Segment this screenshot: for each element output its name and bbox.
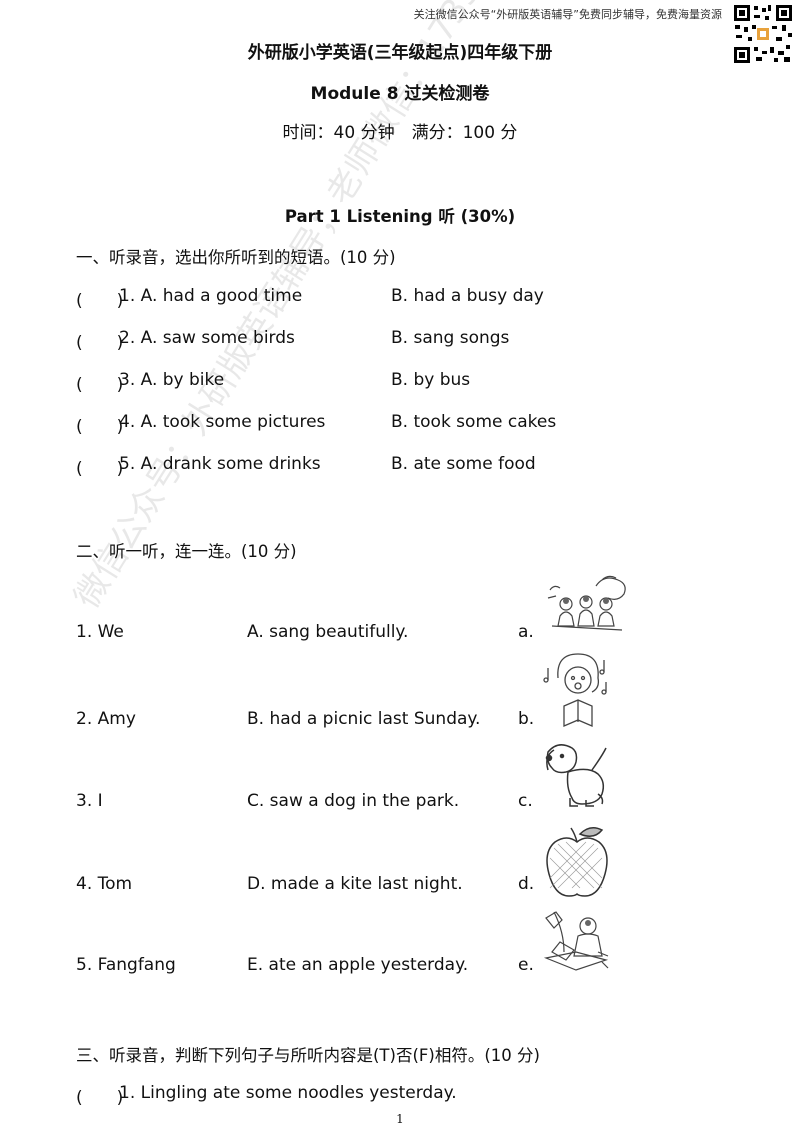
option-b: B. by bus (391, 370, 471, 390)
section2-heading: 二、听一听，连一连。(10 分) (76, 542, 297, 561)
match-phrase: B. had a picnic last Sunday. (247, 709, 481, 729)
boy-making-kite-picture (543, 911, 609, 971)
exam-info: 时间：40 分钟 满分：100 分 (282, 123, 518, 143)
option-a: 2. A. saw some birds (119, 328, 295, 348)
match-letter: e. (518, 955, 534, 975)
part-title: Part 1 Listening 听 (30%) (284, 207, 516, 226)
match-subject: 4. Tom (76, 874, 133, 894)
apple-picture (546, 827, 608, 897)
answer-blank: ( ) (76, 417, 124, 437)
match-letter: d. (518, 874, 535, 894)
option-b: B. had a busy day (391, 286, 544, 306)
statement: 1. Lingling ate some noodles yesterday. (119, 1083, 457, 1103)
option-a: 4. A. took some pictures (119, 412, 326, 432)
match-subject: 1. We (76, 622, 124, 642)
option-b: B. sang songs (391, 328, 510, 348)
girl-singing-picture (543, 653, 607, 727)
option-b: B. took some cakes (391, 412, 557, 432)
match-letter: c. (518, 791, 533, 811)
document-title: 外研版小学英语(三年级起点)四年级下册 (247, 43, 553, 63)
header-note: 关注微信公众号“外研版英语辅导”免费同步辅导，免费海量资源 (413, 8, 722, 21)
answer-blank: ( ) (76, 333, 124, 353)
module-title: Module 8 过关检测卷 (310, 84, 490, 104)
option-a: 3. A. by bike (119, 370, 225, 390)
section3-heading: 三、听录音，判断下列句子与所听内容是(T)否(F)相符。(10 分) (76, 1046, 540, 1065)
match-phrase: D. made a kite last night. (247, 874, 463, 894)
option-b: B. ate some food (391, 454, 536, 474)
option-a: 1. A. had a good time (119, 286, 303, 306)
answer-blank: ( ) (76, 291, 124, 311)
match-letter: b. (518, 709, 535, 729)
match-letter: a. (518, 622, 534, 642)
match-subject: 3. I (76, 791, 103, 811)
section1-heading: 一、听录音，选出你所听到的短语。(10 分) (76, 248, 396, 267)
match-phrase: E. ate an apple yesterday. (247, 955, 469, 975)
page-number: 1 (396, 1112, 404, 1126)
dog-picture (545, 744, 607, 807)
option-a: 5. A. drank some drinks (119, 454, 321, 474)
answer-blank: ( ) (76, 1088, 124, 1108)
qr-code-icon (732, 3, 794, 65)
answer-blank: ( ) (76, 459, 124, 479)
children-picnic-picture (547, 575, 626, 631)
match-subject: 5. Fangfang (76, 955, 176, 975)
match-phrase: C. saw a dog in the park. (247, 791, 460, 811)
match-subject: 2. Amy (76, 709, 136, 729)
match-phrase: A. sang beautifully. (247, 622, 409, 642)
answer-blank: ( ) (76, 375, 124, 395)
